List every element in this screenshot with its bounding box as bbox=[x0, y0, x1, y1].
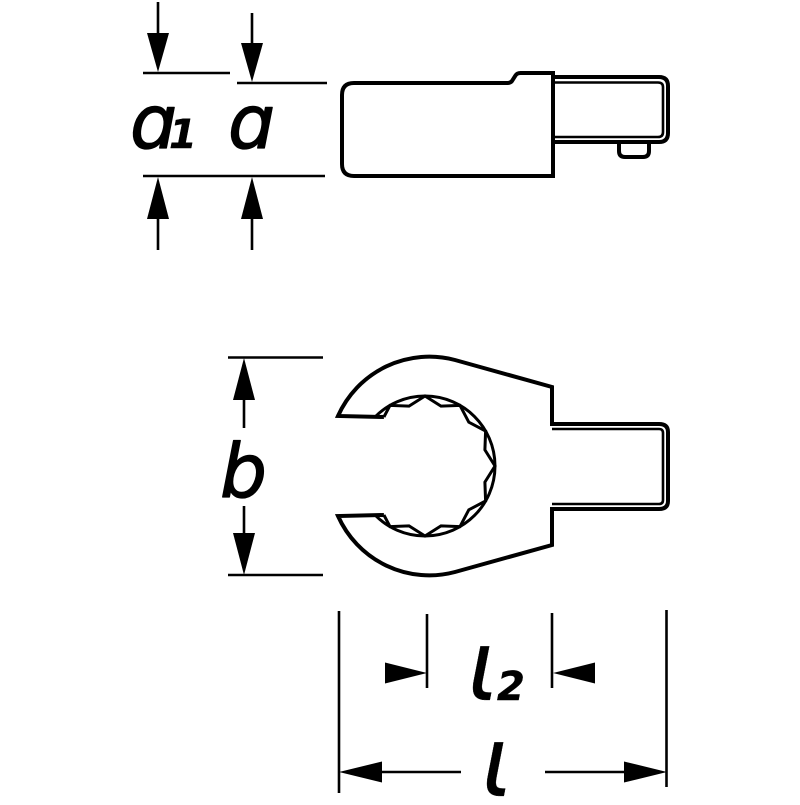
label-l2: ɩ bbox=[466, 610, 504, 724]
b-arrowhead-up bbox=[233, 358, 255, 400]
l-arrowhead-right bbox=[624, 761, 667, 783]
label-l: ɩ bbox=[480, 706, 518, 800]
label-b: b bbox=[220, 429, 267, 515]
front-view bbox=[334, 354, 670, 578]
dimension-a bbox=[143, 13, 327, 250]
front-view-ring-profile bbox=[382, 394, 497, 538]
label-a1-sub: 1 bbox=[169, 112, 197, 158]
l2-arrowhead-left bbox=[553, 662, 595, 684]
a1-arrowhead-up bbox=[147, 177, 169, 219]
front-view-ring-bore-circle bbox=[374, 394, 497, 538]
side-view-body bbox=[340, 71, 555, 178]
a-arrowhead-down bbox=[241, 43, 263, 82]
side-view-square-drive-inner bbox=[553, 81, 665, 139]
dimension-l bbox=[337, 610, 668, 793]
l-arrowhead-left bbox=[339, 761, 382, 783]
front-view-square-drive-inner bbox=[552, 427, 665, 506]
label-a: ɑ bbox=[228, 80, 275, 166]
a-arrowhead-up bbox=[241, 177, 263, 219]
dimension-a1 bbox=[143, 2, 230, 250]
label-l2-sub: 2 bbox=[497, 664, 525, 710]
side-view-square-drive bbox=[553, 75, 670, 144]
label-a1: ɑ bbox=[130, 80, 177, 166]
front-view-head-outline bbox=[334, 354, 670, 578]
side-view bbox=[340, 71, 670, 178]
b-arrowhead-down bbox=[233, 533, 255, 575]
dimension-b bbox=[228, 356, 323, 577]
dimension-l2 bbox=[385, 613, 595, 688]
l2-arrowhead-right bbox=[385, 662, 427, 684]
side-view-release-pin bbox=[617, 142, 651, 159]
a1-arrowhead-down bbox=[147, 33, 169, 72]
